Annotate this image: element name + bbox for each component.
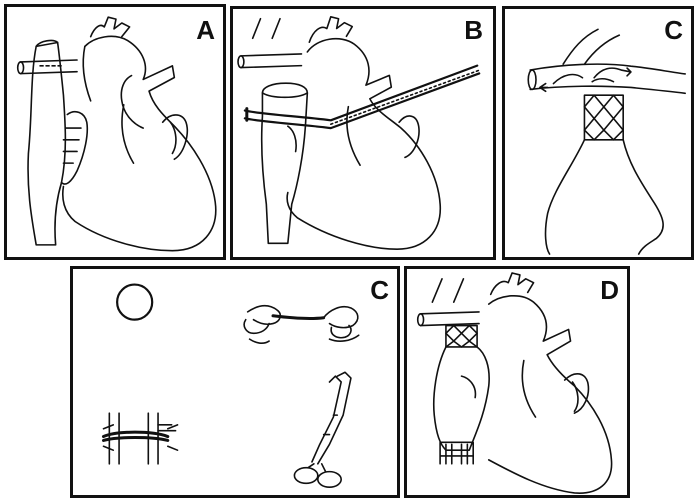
conduit <box>434 347 489 450</box>
shunt-tube <box>21 60 77 74</box>
panel-a: A <box>4 4 226 260</box>
panel-c-stent: C <box>502 6 694 260</box>
heart-illustration <box>407 269 627 495</box>
hands-with-band <box>244 306 359 343</box>
heart-outline <box>489 296 612 493</box>
banded-vessel <box>103 413 177 464</box>
scissors <box>294 372 351 487</box>
panel-b: B <box>230 6 496 260</box>
instruments-illustration <box>73 269 397 495</box>
panel-c-instruments: C <box>70 266 400 498</box>
stent-illustration <box>505 9 691 257</box>
ring <box>117 285 152 320</box>
heart-illustration <box>233 9 493 257</box>
heart-illustration <box>7 7 223 257</box>
stent-mesh <box>446 326 477 347</box>
stent-mesh <box>584 95 623 140</box>
panel-d: D <box>404 266 630 498</box>
